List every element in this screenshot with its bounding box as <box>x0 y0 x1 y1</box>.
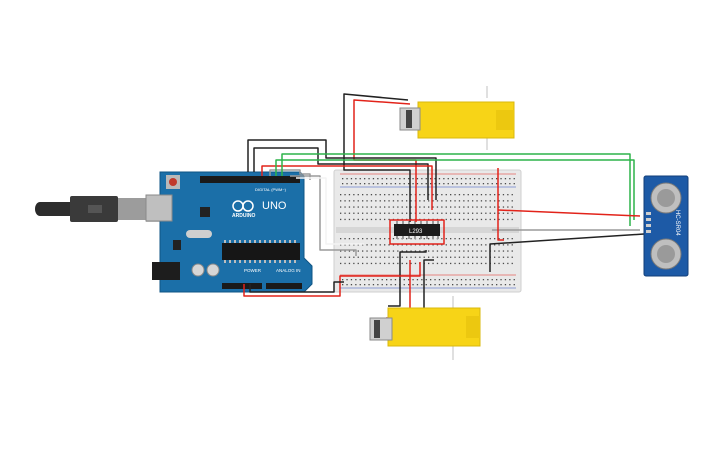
wire-gray-1[interactable] <box>269 169 311 180</box>
wire-black-top-motor[interactable] <box>343 93 411 222</box>
wires <box>243 93 645 319</box>
wire-gray-2[interactable] <box>290 175 357 256</box>
sensor-model-label: HC-SR04 <box>674 210 680 236</box>
wire-black-arduino-1[interactable] <box>247 139 437 200</box>
wire-black-arduino-2[interactable] <box>253 147 429 200</box>
dc-motor-bottom[interactable] <box>369 296 481 360</box>
wire-green-2[interactable] <box>281 153 631 226</box>
arduino-uno-board[interactable]: DIGITAL (PWM~) ARDUINO UNO POWER ANALOG … <box>145 171 313 293</box>
chip-label: L293 <box>409 229 423 235</box>
wire-black-bottom-motor[interactable] <box>388 250 427 307</box>
wire-black-sensor[interactable] <box>489 233 645 272</box>
wire-red-power[interactable] <box>243 262 421 297</box>
power-label: POWER <box>244 268 262 273</box>
atmega-chip <box>222 243 300 260</box>
wire-black-bottom-2[interactable] <box>423 259 434 308</box>
wire-green-1[interactable] <box>275 159 635 220</box>
ultrasonic-sensor-hc-sr04[interactable]: HC-SR04 <box>643 175 689 277</box>
reset-button[interactable] <box>169 178 177 186</box>
arduino-logo-text: ARDUINO <box>232 213 255 219</box>
digital-pwm-label: DIGITAL (PWM~) <box>255 187 287 192</box>
board-model-text: UNO <box>262 200 287 212</box>
wire-white[interactable] <box>296 177 364 245</box>
wire-red-arduino[interactable] <box>261 165 433 210</box>
dc-motor-top[interactable] <box>399 86 515 150</box>
power-header[interactable] <box>222 283 262 289</box>
analog-header[interactable] <box>266 283 302 289</box>
wire-black-power[interactable] <box>249 281 344 293</box>
wire-red-sensor[interactable] <box>497 209 641 217</box>
l293-motor-driver[interactable]: L293 <box>394 221 440 239</box>
breadboard-holes <box>340 178 515 286</box>
analog-in-label: ANALOG IN <box>276 268 301 273</box>
wire-red-chip[interactable] <box>389 219 445 245</box>
wire-red-rail[interactable] <box>497 168 504 241</box>
digital-header[interactable] <box>200 176 300 183</box>
